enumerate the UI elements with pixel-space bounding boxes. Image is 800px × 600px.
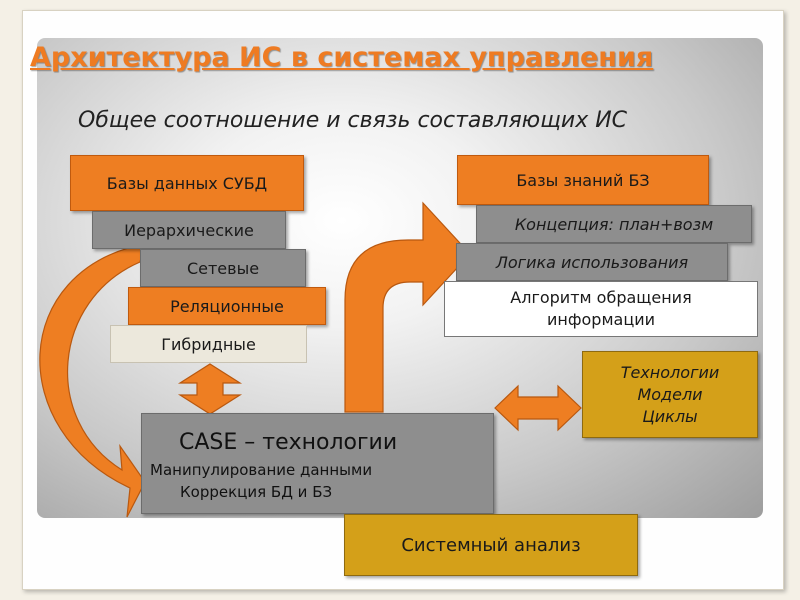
technologies-box: Технологии Модели Циклы [582, 351, 758, 438]
hybrid-box: Гибридные [110, 325, 307, 363]
slide-title: Архитектура ИС в системах управления [30, 42, 654, 73]
curved-down-arrow [39, 243, 146, 518]
usage-logic-box: Логика использования [456, 243, 728, 281]
knowledge-bases-header-box: Базы знаний БЗ [457, 155, 709, 205]
hierarchical-box: Иерархические [92, 211, 286, 249]
algorithm-line-2: информации [546, 310, 656, 329]
network-box: Сетевые [140, 249, 306, 287]
algorithm-line-1: Алгоритм обращения [510, 288, 692, 307]
relational-box: Реляционные [128, 287, 326, 325]
case-line-2: Коррекция БД и БЗ [180, 483, 333, 501]
case-line-1: Манипулирование данными [150, 461, 373, 479]
double-arrow-horizontal [494, 384, 582, 432]
technologies-line-3: Циклы [642, 406, 698, 426]
databases-header-box: Базы данных СУБД [70, 155, 304, 211]
technologies-line-1: Технологии [620, 362, 720, 382]
algorithm-box: Алгоритм обращения информации [444, 281, 758, 337]
concept-box: Концепция: план+возм [476, 205, 752, 243]
case-title: CASE – технологии [179, 430, 398, 455]
case-box: CASE – технологии Манипулирование данным… [141, 413, 494, 514]
slide-subtitle: Общее соотношение и связь составляющих И… [78, 108, 628, 133]
double-arrow-vertical [177, 363, 243, 415]
up-right-arrow [344, 201, 471, 413]
system-analysis-box: Системный анализ [344, 514, 638, 576]
technologies-line-2: Модели [637, 384, 703, 404]
